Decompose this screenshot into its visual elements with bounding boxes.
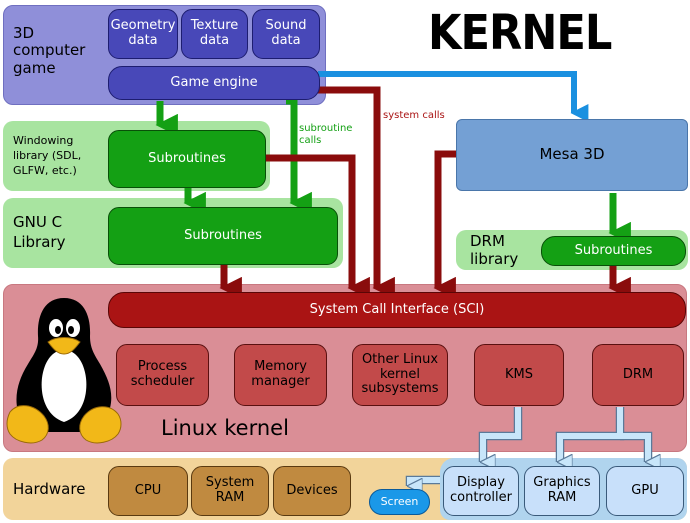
game-engine-box: Game engine <box>108 66 320 100</box>
texture-data-box: Texture data <box>181 9 248 59</box>
arrow-windowing-syscall <box>266 154 370 300</box>
tux-penguin-icon <box>6 298 122 444</box>
drm-library-label: DRM library <box>470 232 519 268</box>
gpu-box: GPU <box>606 466 684 516</box>
arrow-kms-to-display-controller <box>483 407 521 462</box>
drm-box: DRM <box>592 344 684 406</box>
page-title: KERNEL <box>428 5 612 61</box>
kms-box: KMS <box>474 344 564 406</box>
gnu-c-label: GNU C Library <box>13 213 66 251</box>
system-calls-label: system calls <box>383 110 445 121</box>
other-kernel-subsystems-box: Other Linux kernel subsystems <box>352 344 448 406</box>
screen-box: Screen <box>369 489 430 515</box>
mesa-3d-box: Mesa 3D <box>456 119 688 191</box>
memory-manager-box: Memory manager <box>234 344 327 406</box>
system-ram-box: System RAM <box>191 466 269 516</box>
sound-data-box: Sound data <box>252 9 320 59</box>
arrow-drm-to-gpu <box>620 433 648 462</box>
arrow-engine-to-libc <box>286 97 312 215</box>
subroutine-calls-label: subroutine calls <box>299 123 353 146</box>
linux-kernel-label: Linux kernel <box>161 416 289 440</box>
game-label: 3D computer game <box>13 24 86 77</box>
windowing-label: Windowing library (SDL, GLFW, etc.) <box>13 134 82 177</box>
arrow-drm-to-graphics-ram <box>560 407 623 462</box>
geometry-data-box: Geometry data <box>108 9 178 59</box>
cpu-box: CPU <box>108 466 188 516</box>
arrow-display-to-screen <box>410 477 440 486</box>
process-scheduler-box: Process scheduler <box>116 344 209 406</box>
arrow-mesa-syscall <box>433 150 456 300</box>
display-controller-box: Display controller <box>443 466 519 516</box>
hardware-label: Hardware <box>13 480 86 498</box>
windowing-subroutines-box: Subroutines <box>108 130 266 188</box>
arrow-engine-syscall <box>318 86 395 300</box>
graphics-ram-box: Graphics RAM <box>524 466 600 516</box>
devices-box: Devices <box>273 466 351 516</box>
drm-library-subroutines-box: Subroutines <box>541 236 686 266</box>
system-call-interface-bar: System Call Interface (SCI) <box>108 292 686 328</box>
libc-subroutines-box: Subroutines <box>108 207 338 265</box>
arrow-engine-to-mesa <box>318 71 589 122</box>
